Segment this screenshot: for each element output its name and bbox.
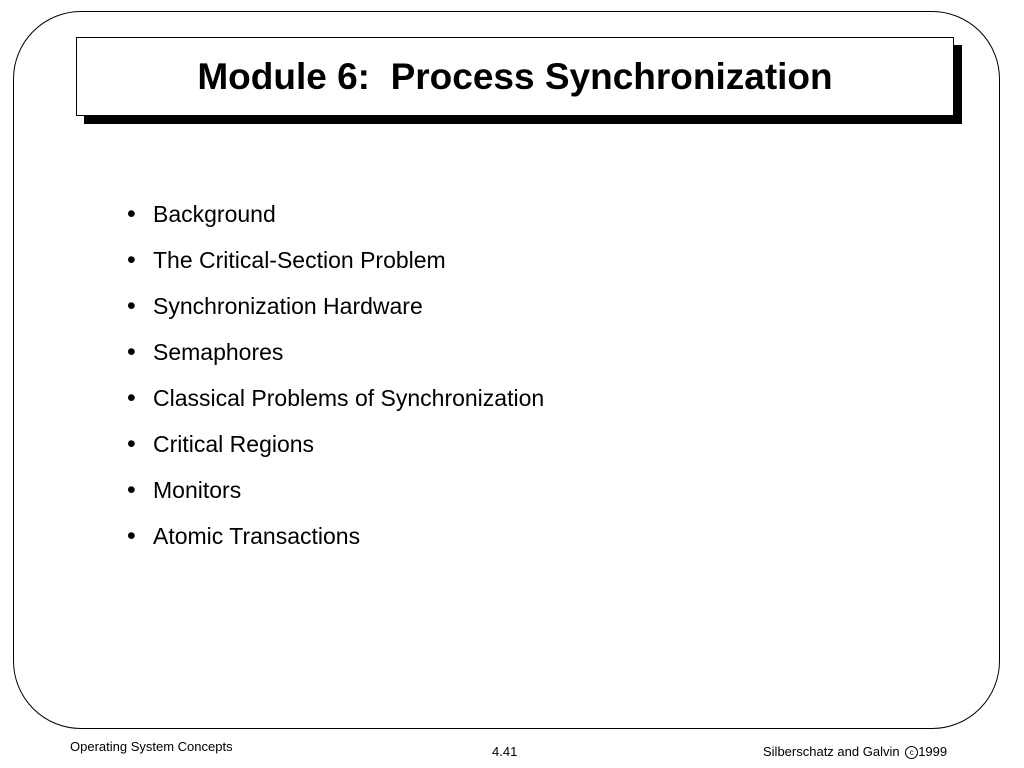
bullet-icon: • — [127, 476, 136, 504]
bullet-icon: • — [127, 430, 136, 458]
list-item: • Classical Problems of Synchronization — [127, 381, 544, 427]
list-item: • Monitors — [127, 473, 544, 519]
bullet-icon: • — [127, 292, 136, 320]
bullet-text: Background — [153, 201, 276, 227]
page-title: Module 6: Process Synchronization — [197, 55, 833, 97]
bullet-icon: • — [127, 384, 136, 412]
list-item: • Background — [127, 197, 544, 243]
list-item: • Synchronization Hardware — [127, 289, 544, 335]
bullet-text: Atomic Transactions — [153, 523, 361, 549]
bullet-text: Classical Problems of Synchronization — [153, 385, 545, 411]
bullet-text: Monitors — [153, 477, 242, 503]
bullet-text: The Critical-Section Problem — [153, 247, 446, 273]
bullet-text: Synchronization Hardware — [153, 293, 423, 319]
footer-page-number: 4.41 — [492, 744, 518, 759]
bullet-text: Critical Regions — [153, 431, 315, 457]
footer-course: Operating System Concepts — [70, 739, 233, 754]
list-item: • Atomic Transactions — [127, 519, 544, 565]
list-item: • The Critical-Section Problem — [127, 243, 544, 289]
footer-year: 1999 — [918, 744, 948, 759]
bullet-icon: • — [127, 246, 136, 274]
bullet-text: Semaphores — [153, 339, 284, 365]
bullet-icon: • — [127, 200, 136, 228]
list-item: • Critical Regions — [127, 427, 544, 473]
bullet-icon: • — [127, 338, 136, 366]
bullet-list: • Background • The Critical-Section Prob… — [127, 197, 544, 565]
bullet-icon: • — [127, 522, 136, 550]
slide-frame — [13, 11, 1000, 729]
footer-authors-text: Silberschatz and Galvin — [763, 744, 900, 759]
title-box: Module 6: Process Synchronization — [76, 37, 954, 116]
copyright-icon: c — [905, 746, 919, 759]
list-item: • Semaphores — [127, 335, 544, 381]
